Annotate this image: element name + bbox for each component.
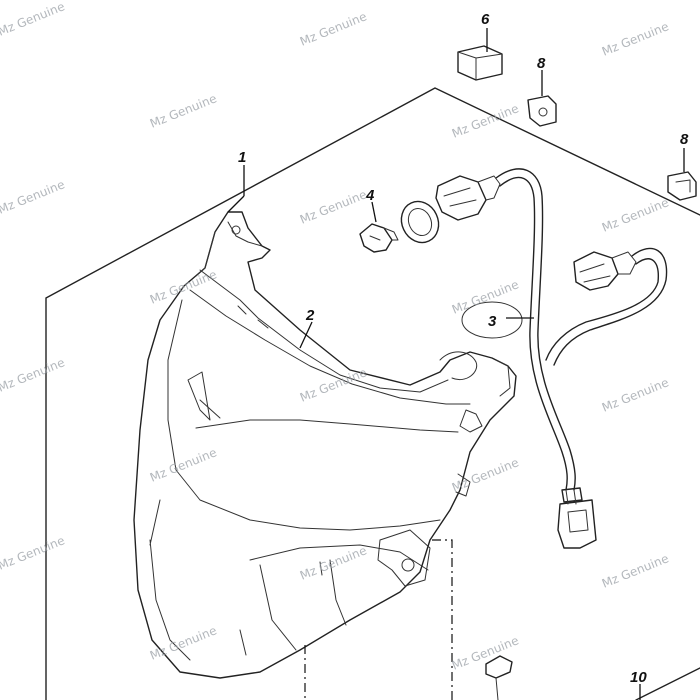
watermark: Mz Genuine	[148, 623, 219, 662]
watermark: Mz Genuine	[450, 277, 521, 316]
callout-6: 6	[481, 11, 490, 28]
lower-socket[interactable]	[573, 251, 637, 291]
watermark: Mz Genuine	[298, 187, 369, 226]
callout-2: 2	[305, 307, 315, 324]
clip-right[interactable]	[667, 171, 697, 201]
upper-socket[interactable]	[435, 175, 501, 221]
watermark: Mz Genuine	[0, 533, 67, 572]
watermark: Mz Genuine	[600, 195, 671, 234]
watermark: Mz Genuine	[600, 551, 671, 590]
callout-3: 3	[488, 313, 497, 330]
watermark: Mz Genuine	[600, 375, 671, 414]
clip-upper[interactable]	[527, 95, 557, 127]
watermark-layer: Mz Genuine Mz Genuine Mz Genuine Mz Genu…	[0, 0, 671, 673]
callout-3-circle	[461, 301, 523, 339]
watermark: Mz Genuine	[450, 455, 521, 494]
center-line-right	[432, 539, 453, 700]
headlight-housing[interactable]	[133, 211, 517, 679]
wiring-harness[interactable]	[495, 168, 668, 549]
callout-8-upper: 8	[537, 55, 546, 72]
watermark: Mz Genuine	[450, 101, 521, 140]
watermark: Mz Genuine	[148, 91, 219, 130]
watermark: Mz Genuine	[0, 0, 67, 39]
grommet-ring[interactable]	[395, 195, 445, 248]
connector-block[interactable]	[457, 45, 503, 81]
callout-10: 10	[630, 669, 647, 686]
watermark: Mz Genuine	[0, 355, 67, 394]
callout-4: 4	[365, 187, 375, 204]
screw-part[interactable]	[485, 655, 513, 700]
watermark: Mz Genuine	[148, 267, 219, 306]
bulb-part[interactable]	[359, 223, 399, 253]
watermark: Mz Genuine	[298, 9, 369, 48]
callout-8-right: 8	[680, 131, 689, 148]
callout-1: 1	[238, 149, 246, 166]
watermark: Mz Genuine	[298, 543, 369, 582]
watermark: Mz Genuine	[450, 633, 521, 672]
assembly-box-outline	[45, 87, 700, 700]
watermark: Mz Genuine	[600, 19, 671, 58]
watermark: Mz Genuine	[0, 177, 67, 216]
